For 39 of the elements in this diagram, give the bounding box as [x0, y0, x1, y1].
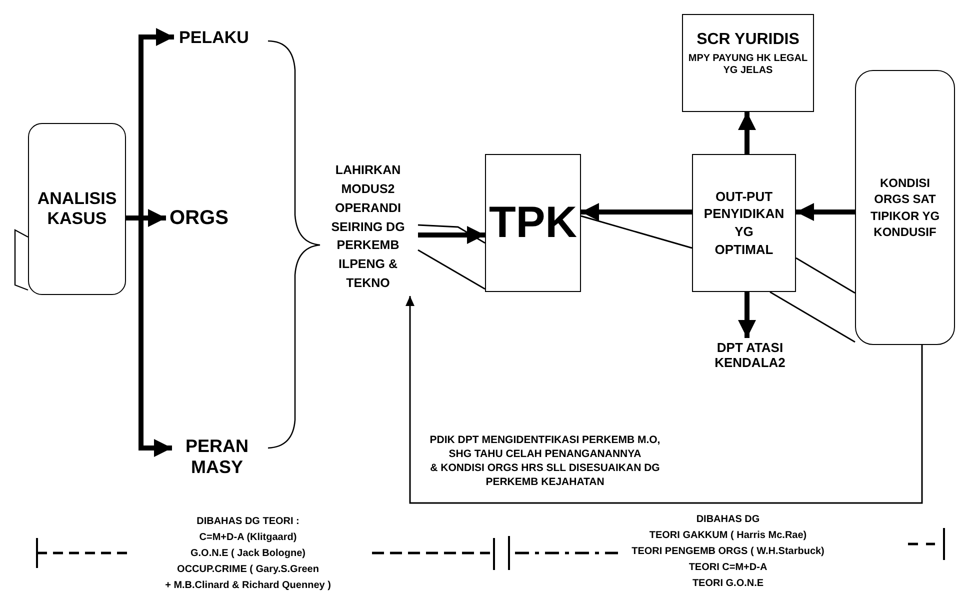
- arrow: [581, 203, 692, 221]
- note-text: TEORI GAKKUM ( Harris Mc.Rae): [649, 530, 807, 541]
- note-text: G.O.N.E ( Jack Bologne): [190, 548, 306, 559]
- box-label: TPK: [489, 198, 577, 248]
- process-box: [485, 154, 581, 292]
- box-label: KONDISI ORGS SAT TIPIKOR YG KONDUSIF: [869, 175, 941, 240]
- node-label: PERAN MASY: [184, 436, 250, 478]
- box-label: MPY PAYUNG HK LEGAL YG JELAS: [687, 53, 809, 76]
- arrow: [406, 296, 923, 504]
- connector-line: [796, 257, 856, 294]
- node-label: ORGS: [170, 206, 228, 230]
- arrow: [738, 112, 756, 154]
- connector-line: [418, 249, 486, 290]
- note-text: + M.B.Clinard & Richard Quenney ): [165, 580, 331, 591]
- note-text: DIBAHAS DG TEORI :: [196, 516, 300, 527]
- note-text: C=M+D-A (Klitgaard): [199, 532, 297, 543]
- process-box: [682, 14, 814, 112]
- box-label: SCR YURIDIS: [696, 31, 800, 50]
- node-label: LAHIRKAN MODUS2 OPERANDI SEIRING DG PERKEMB ILPENG & TEKNO: [330, 162, 406, 292]
- note-text: OCCUP.CRIME ( Gary.S.Green: [177, 564, 319, 575]
- arrow: [796, 203, 855, 221]
- process-box: [692, 154, 796, 292]
- rounded-box: [28, 123, 126, 295]
- note-text: SHG TAHU CELAH PENANGANANNYA: [448, 448, 642, 460]
- node-label: DPT ATASI KENDALA2: [714, 341, 786, 371]
- arrow: [738, 292, 756, 338]
- box-label: ANALISIS KASUS: [36, 189, 118, 229]
- note-text: & KONDISI ORGS HRS SLL DISESUAIKAN DG: [430, 462, 660, 474]
- connector-line: [770, 291, 856, 343]
- note-text: TEORI PENGEMB ORGS ( W.H.Starbuck): [632, 546, 824, 557]
- note-text: TEORI G.O.N.E: [692, 578, 764, 589]
- box-label: OUT-PUT PENYIDIKAN YG OPTIMAL: [704, 188, 784, 258]
- note-text: PDIK DPT MENGIDENTFIKASI PERKEMB M.O,: [430, 434, 660, 446]
- node-label: PELAKU: [179, 28, 249, 48]
- note-text: TEORI C=M+D-A: [688, 562, 768, 573]
- connector-line: [580, 215, 692, 249]
- note-text: PERKEMB KEJAHATAN: [486, 476, 604, 488]
- note-text: DIBAHAS DG: [696, 514, 760, 525]
- rounded-box: [855, 70, 955, 345]
